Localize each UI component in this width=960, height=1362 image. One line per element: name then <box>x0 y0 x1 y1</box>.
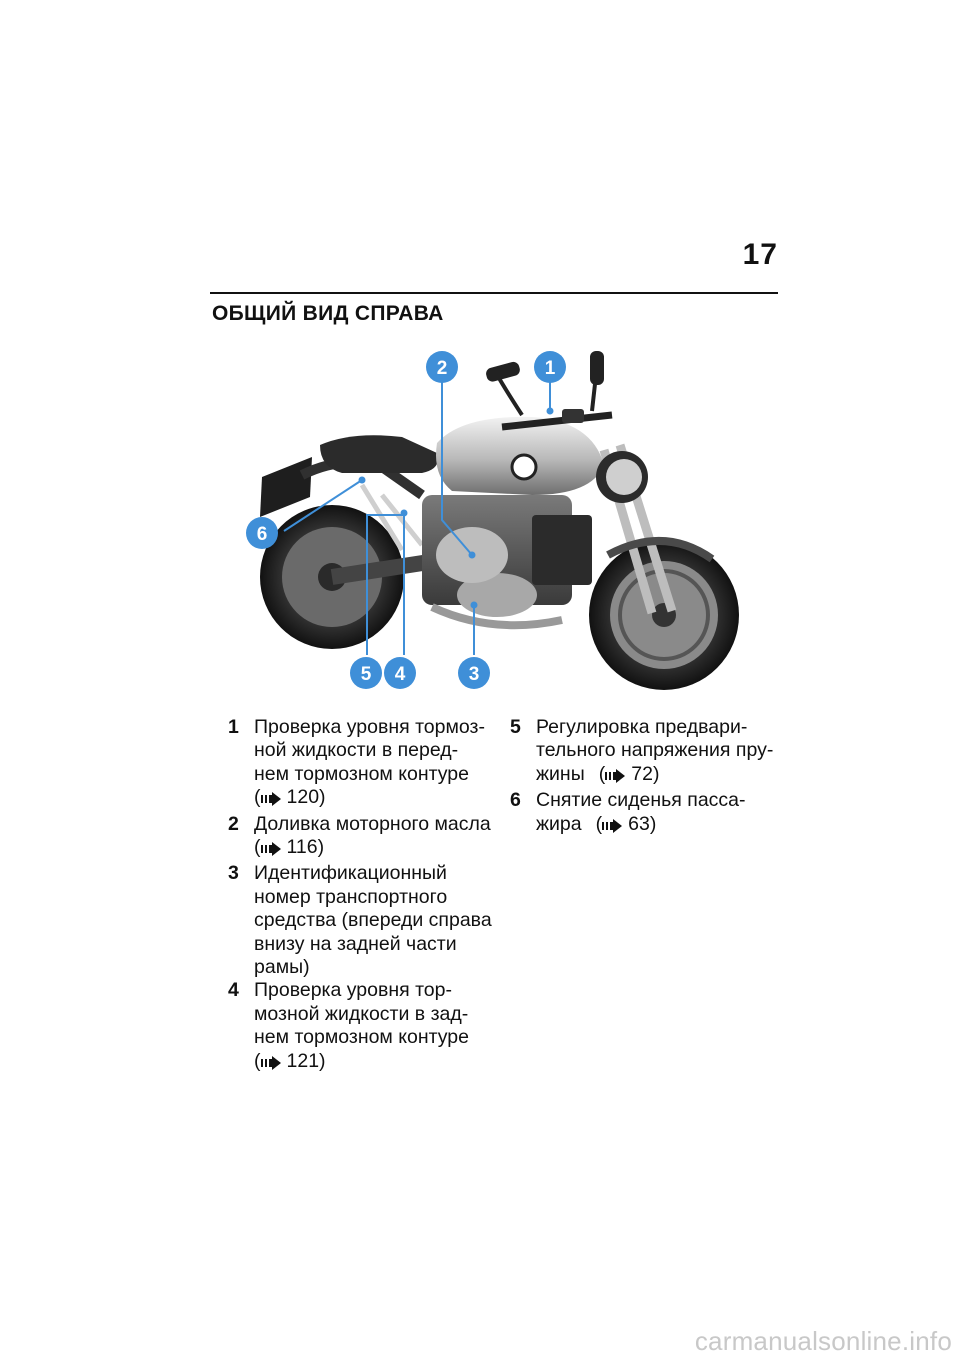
callout-1: 1 <box>534 351 566 383</box>
motorcycle-illustration: 1 2 3 4 5 6 <box>232 345 752 695</box>
legend-column-right: 5 Регулировка предвари-тельного напряжени… <box>496 716 776 839</box>
callout-4: 4 <box>384 657 416 689</box>
callout-1-label: 1 <box>545 358 556 379</box>
legend-item-text-line: Доливка моторного масла <box>254 812 491 835</box>
callout-5: 5 <box>350 657 382 689</box>
legend-item-2: 2 Доливка моторного масла(116) <box>214 813 494 863</box>
legend-column-left: 1 Проверка уровня тормоз-ной жидкости в п… <box>214 716 494 1076</box>
arrow-right-icon <box>605 766 626 789</box>
page-reference[interactable]: (116) <box>254 836 494 862</box>
legend-item-number: 4 <box>228 979 239 1002</box>
legend-item-text-line: нем тормозном контуре <box>254 762 469 785</box>
legend-item-text-line: рамы) <box>254 956 310 979</box>
header-rule <box>210 292 778 294</box>
legend-item-text-line: Снятие сиденья пасса- <box>536 789 746 812</box>
legend-item-text-line: ной жидкости в перед- <box>254 739 459 762</box>
arrow-right-icon <box>602 816 623 839</box>
legend-item-number: 2 <box>228 812 239 835</box>
page-reference[interactable]: (121) <box>254 1050 494 1076</box>
legend-item-6: 6 Снятие сиденья пасса-жира (63) <box>496 789 776 839</box>
watermark: carmanualsonline.info <box>694 1326 952 1356</box>
legend-item-text-row: жира (63) <box>536 813 776 839</box>
legend-item-4: 4 Проверка уровня тор-мозной жидкости в з… <box>214 979 494 1076</box>
legend-item-text-line: внизу на задней части <box>254 932 457 955</box>
callout-3: 3 <box>458 657 490 689</box>
legend-item-text-line: мозной жидкости в зад- <box>254 1002 469 1025</box>
legend-item-number: 5 <box>510 716 521 738</box>
page-number: 17 <box>742 238 778 271</box>
callout-2-label: 2 <box>437 358 448 379</box>
callout-dots <box>358 407 554 609</box>
page-reference-number: 72 <box>631 762 653 785</box>
motorcycle-drawing: 1 2 3 4 5 6 <box>246 351 739 690</box>
legend-item-text-row: жины (72) <box>536 763 776 789</box>
callout-2: 2 <box>426 351 458 383</box>
legend-item-text-line: тельного напряжения пру- <box>536 739 774 762</box>
legend-item-text-line: жира <box>536 812 582 835</box>
page-reference-number: 121 <box>286 1049 320 1072</box>
legend-item-text-line: Проверка уровня тор- <box>254 979 452 1002</box>
page-reference-number: 116 <box>286 836 318 859</box>
front-wheel <box>589 540 739 690</box>
legend-item-text-line: номер транспортного <box>254 885 448 908</box>
legend-item-5: 5 Регулировка предвари-тельного напряжени… <box>496 716 776 789</box>
legend-item-text-line: средства (впереди справа <box>254 909 492 932</box>
legend-item-text-line: жины <box>536 762 585 785</box>
page-reference[interactable]: (63) <box>596 813 657 835</box>
page-reference-number: 120 <box>286 786 320 809</box>
page-reference[interactable]: (72) <box>599 763 660 785</box>
callout-6-label: 6 <box>257 524 268 545</box>
arrow-right-icon <box>260 789 281 812</box>
arrow-right-icon <box>260 1053 281 1076</box>
legend-item-number: 1 <box>228 716 239 738</box>
page-reference[interactable]: (120) <box>254 786 494 812</box>
legend-item-text-line: нем тормозном контуре <box>254 1026 469 1049</box>
legend-item-text-line: Проверка уровня тормоз- <box>254 716 485 738</box>
callout-3-label: 3 <box>469 664 480 685</box>
callout-5-label: 5 <box>361 664 372 685</box>
legend-item-1: 1 Проверка уровня тормоз-ной жидкости в п… <box>214 716 494 813</box>
callout-4-label: 4 <box>395 664 406 685</box>
legend-item-text-line: Регулировка предвари- <box>536 716 748 738</box>
page-reference-number: 63 <box>628 812 650 835</box>
section-title: ОБЩИЙ ВИД СПРАВА <box>212 302 444 325</box>
legend-item-text-line: Идентификационный <box>254 862 447 885</box>
arrow-right-icon <box>260 839 281 862</box>
legend-item-number: 3 <box>228 862 239 885</box>
callout-6: 6 <box>246 517 278 549</box>
legend-item-number: 6 <box>510 789 521 812</box>
